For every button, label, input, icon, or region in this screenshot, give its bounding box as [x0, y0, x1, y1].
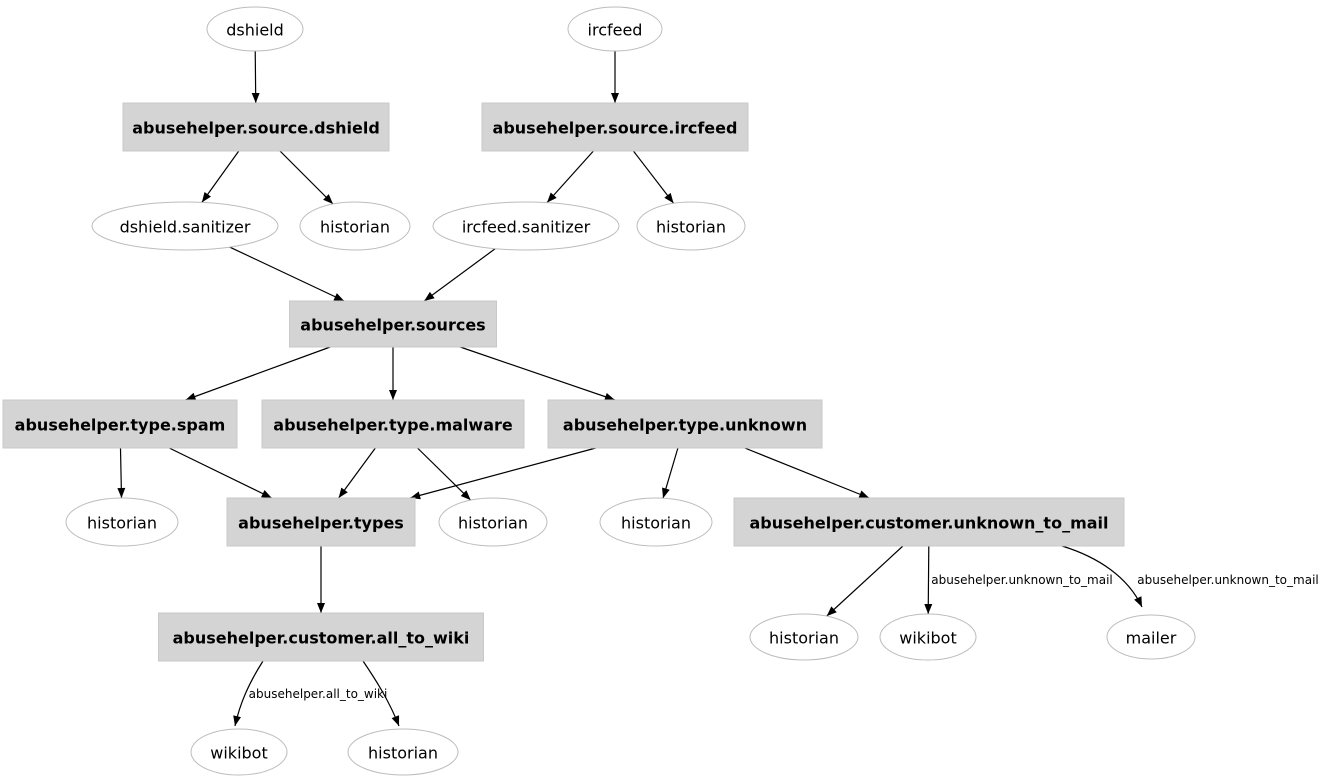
- edge-type_unknown-unknown_to_mail: [744, 447, 870, 499]
- edge-type_spam-types: [168, 447, 273, 499]
- node-label-historian_1: historian: [320, 218, 390, 237]
- node-shape-ellipse: [1106, 614, 1196, 660]
- node-shape-box: [289, 300, 497, 348]
- node-ircfeed_sanitizer: ircfeed.sanitizer: [432, 201, 620, 251]
- node-shape-box: [158, 612, 484, 662]
- node-shape-box: [733, 497, 1125, 547]
- node-shape-ellipse: [879, 613, 977, 661]
- node-shape-ellipse: [599, 497, 713, 547]
- node-label-historian_5: historian: [621, 514, 691, 533]
- node-label-historian_2: historian: [656, 218, 726, 237]
- node-label-wikibot_1: wikibot: [899, 629, 956, 648]
- edge-source_dshield-historian_1: [279, 150, 334, 205]
- node-label-dshield: dshield: [226, 21, 284, 40]
- node-label-mailer: mailer: [1126, 629, 1177, 648]
- node-types: abusehelper.types: [226, 497, 416, 547]
- node-shape-ellipse: [206, 6, 304, 52]
- edge-unknown_to_mail-wikibot_1: abusehelper.unknown_to_mail: [924, 545, 1113, 615]
- node-label-historian_3: historian: [87, 514, 157, 533]
- node-label-source_ircfeed: abusehelper.source.ircfeed: [493, 119, 738, 138]
- node-historian_7: historian: [347, 728, 459, 776]
- node-shape-box: [481, 102, 749, 152]
- node-type_spam: abusehelper.type.spam: [2, 399, 238, 449]
- node-unknown_to_mail: abusehelper.customer.unknown_to_mail: [733, 497, 1125, 547]
- node-wikibot_1: wikibot: [879, 613, 977, 661]
- node-shape-box: [122, 102, 390, 152]
- node-label-historian_6: historian: [769, 629, 839, 648]
- node-label-historian_7: historian: [368, 744, 438, 763]
- node-type_malware: abusehelper.type.malware: [261, 399, 525, 449]
- node-all_to_wiki: abusehelper.customer.all_to_wiki: [158, 612, 484, 662]
- node-label-type_unknown: abusehelper.type.unknown: [563, 416, 807, 435]
- node-shape-ellipse: [749, 613, 859, 661]
- edge-dshield-source_dshield: [251, 50, 260, 104]
- edge-label-all_to_wiki-wikibot_2: abusehelper.all_to_wiki: [249, 687, 388, 701]
- node-type_unknown: abusehelper.type.unknown: [547, 399, 823, 449]
- node-dshield: dshield: [206, 6, 304, 52]
- edge-source_ircfeed-ircfeed_sanitizer: [546, 150, 594, 204]
- node-shape-ellipse: [347, 728, 459, 776]
- node-shape-box: [2, 399, 238, 449]
- node-label-wikibot_2: wikibot: [210, 744, 267, 763]
- node-shape-ellipse: [299, 201, 411, 251]
- node-label-unknown_to_mail: abusehelper.customer.unknown_to_mail: [749, 514, 1108, 533]
- node-label-sources: abusehelper.sources: [300, 316, 485, 335]
- edge-type_malware-types: [338, 447, 376, 499]
- edge-unknown_to_mail-mailer: abusehelper.unknown_to_mail: [1061, 545, 1319, 608]
- node-label-types: abusehelper.types: [238, 514, 404, 533]
- node-label-all_to_wiki: abusehelper.customer.all_to_wiki: [173, 629, 470, 648]
- node-shape-ellipse: [65, 497, 179, 547]
- node-historian_3: historian: [65, 497, 179, 547]
- edge-type_unknown-historian_5: [662, 447, 679, 499]
- edge-sources-type_spam: [185, 346, 331, 401]
- node-historian_2: historian: [636, 201, 746, 251]
- node-historian_6: historian: [749, 613, 859, 661]
- edge-all_to_wiki-wikibot_2: abusehelper.all_to_wiki: [233, 660, 388, 727]
- edge-type_unknown-types: [409, 447, 597, 500]
- node-label-type_spam: abusehelper.type.spam: [15, 416, 226, 435]
- node-shape-ellipse: [190, 728, 288, 776]
- node-shape-box: [547, 399, 823, 449]
- edge-source_ircfeed-historian_2: [632, 150, 675, 204]
- edge-type_spam-historian_3: [117, 447, 126, 499]
- node-label-source_dshield: abusehelper.source.dshield: [132, 119, 380, 138]
- node-source_ircfeed: abusehelper.source.ircfeed: [481, 102, 749, 152]
- node-shape-box: [261, 399, 525, 449]
- edge-all_to_wiki-historian_7: [362, 660, 400, 727]
- node-label-ircfeed_sanitizer: ircfeed.sanitizer: [462, 218, 591, 237]
- node-label-historian_4: historian: [458, 514, 528, 533]
- node-ircfeed: ircfeed: [567, 6, 663, 52]
- edge-label-unknown_to_mail-wikibot_1: abusehelper.unknown_to_mail: [931, 573, 1112, 587]
- node-label-ircfeed: ircfeed: [588, 21, 643, 40]
- node-shape-ellipse: [438, 497, 548, 547]
- edge-source_dshield-dshield_sanitizer: [201, 150, 240, 203]
- edge-type_malware-historian_4: [417, 447, 472, 501]
- node-shape-ellipse: [432, 201, 620, 251]
- node-shape-ellipse: [636, 201, 746, 251]
- node-label-type_malware: abusehelper.type.malware: [273, 416, 513, 435]
- node-historian_5: historian: [599, 497, 713, 547]
- node-historian_1: historian: [299, 201, 411, 251]
- edge-sources-type_unknown: [459, 346, 616, 401]
- node-historian_4: historian: [438, 497, 548, 547]
- edge-label-unknown_to_mail-mailer: abusehelper.unknown_to_mail: [1137, 573, 1318, 587]
- node-shape-ellipse: [91, 201, 279, 251]
- node-shape-ellipse: [567, 6, 663, 52]
- node-mailer: mailer: [1106, 614, 1196, 660]
- node-sources: abusehelper.sources: [289, 300, 497, 348]
- node-wikibot_2: wikibot: [190, 728, 288, 776]
- node-dshield_sanitizer: dshield.sanitizer: [91, 201, 279, 251]
- node-shape-box: [226, 497, 416, 547]
- node-source_dshield: abusehelper.source.dshield: [122, 102, 390, 152]
- edge-ircfeed_sanitizer-sources: [423, 248, 496, 302]
- edge-unknown_to_mail-historian_6: [826, 545, 904, 617]
- edge-dshield_sanitizer-sources: [229, 246, 345, 302]
- node-label-dshield_sanitizer: dshield.sanitizer: [120, 218, 251, 237]
